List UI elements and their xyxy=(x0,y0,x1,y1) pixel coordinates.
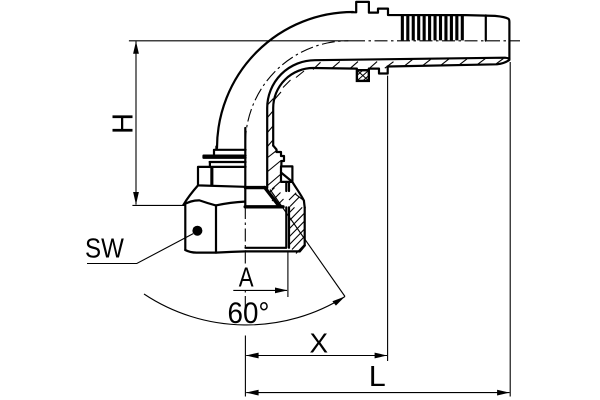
svg-text:SW: SW xyxy=(85,233,124,264)
svg-text:A: A xyxy=(239,262,254,293)
svg-text:H: H xyxy=(108,113,140,134)
svg-text:60°: 60° xyxy=(228,297,270,330)
svg-text:X: X xyxy=(310,328,329,359)
svg-text:L: L xyxy=(369,361,386,393)
